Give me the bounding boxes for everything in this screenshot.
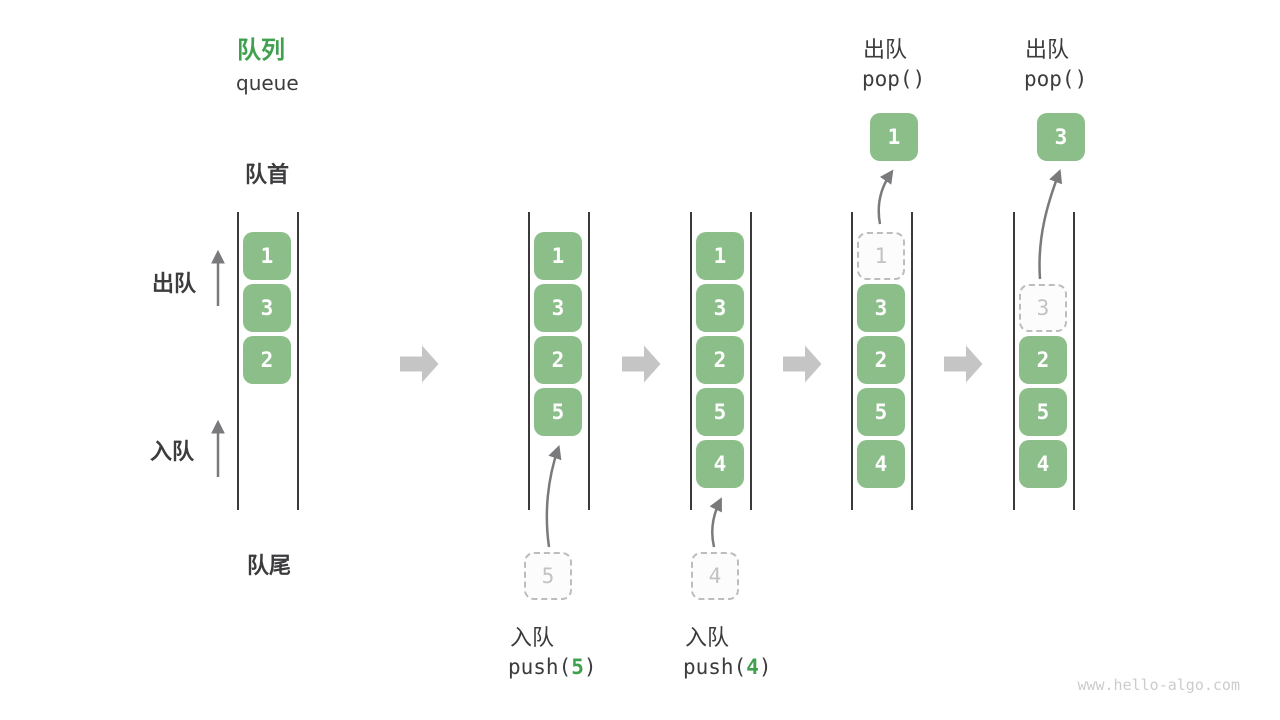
push5-code-post: ) — [583, 655, 597, 679]
push5-code-pre: push( — [508, 655, 572, 679]
queue1-left-wall — [237, 212, 239, 510]
transition-arrow-1 — [400, 345, 439, 383]
queue4-removed-slot: 1 — [857, 232, 905, 280]
queue1-element: 1 — [243, 232, 291, 280]
dequeue-side-label: 出队 — [152, 272, 197, 297]
queue3-left-wall — [690, 212, 692, 510]
queue4-element: 3 — [857, 284, 905, 332]
queue3-element: 5 — [696, 388, 744, 436]
rear-label: 队尾 — [247, 554, 292, 579]
push5-code: push(5) — [508, 655, 597, 679]
queue4-element: 2 — [857, 336, 905, 384]
diagram-title-en: queue — [236, 71, 299, 95]
queue2-element: 3 — [534, 284, 582, 332]
queue4-popped-element: 1 — [870, 113, 918, 161]
pop1-label: 出队 — [863, 38, 908, 63]
queue4-element: 5 — [857, 388, 905, 436]
queue1-element: 3 — [243, 284, 291, 332]
pop1-code: pop() — [862, 67, 926, 91]
transition-arrow-4 — [944, 345, 983, 383]
pop2-label: 出队 — [1025, 38, 1070, 63]
queue3-element: 3 — [696, 284, 744, 332]
push4-code-arg: 4 — [746, 655, 759, 679]
queue5-popped-element: 3 — [1037, 113, 1085, 161]
queue5-element: 4 — [1019, 440, 1067, 488]
front-label: 队首 — [245, 163, 290, 188]
queue1-right-wall — [297, 212, 299, 510]
watermark: www.hello-algo.com — [1077, 676, 1240, 694]
queue1-element: 2 — [243, 336, 291, 384]
queue2-pending-element: 5 — [524, 552, 572, 600]
pop2-code: pop() — [1024, 67, 1088, 91]
push5-code-arg: 5 — [571, 655, 584, 679]
queue5-element: 2 — [1019, 336, 1067, 384]
push4-label: 入队 — [685, 626, 730, 651]
diagram-title-zh: 队列 — [237, 36, 285, 64]
push4-code: push(4) — [683, 655, 772, 679]
push4-arrow — [709, 497, 722, 548]
pop3-arrow — [1038, 169, 1063, 280]
queue3-element: 2 — [696, 336, 744, 384]
queue2-right-wall — [588, 212, 590, 510]
queue2-element: 1 — [534, 232, 582, 280]
push5-label: 入队 — [510, 626, 555, 651]
push4-code-pre: push( — [683, 655, 747, 679]
queue5-element: 5 — [1019, 388, 1067, 436]
queue4-element: 4 — [857, 440, 905, 488]
transition-arrow-2 — [622, 345, 661, 383]
queue5-removed-slot: 3 — [1019, 284, 1067, 332]
queue3-pending-element: 4 — [691, 552, 739, 600]
push5-arrow — [545, 444, 562, 548]
transition-arrow-3 — [783, 345, 822, 383]
pop1-arrow — [877, 169, 894, 225]
queue5-right-wall — [1073, 212, 1075, 510]
push4-code-post: ) — [758, 655, 772, 679]
queue2-left-wall — [528, 212, 530, 510]
queue2-element: 2 — [534, 336, 582, 384]
queue5-left-wall — [1013, 212, 1015, 510]
enqueue-side-label: 入队 — [150, 440, 195, 465]
queue3-element: 4 — [696, 440, 744, 488]
queue4-right-wall — [911, 212, 913, 510]
queue4-left-wall — [851, 212, 853, 510]
queue3-right-wall — [750, 212, 752, 510]
queue2-element: 5 — [534, 388, 582, 436]
queue3-element: 1 — [696, 232, 744, 280]
